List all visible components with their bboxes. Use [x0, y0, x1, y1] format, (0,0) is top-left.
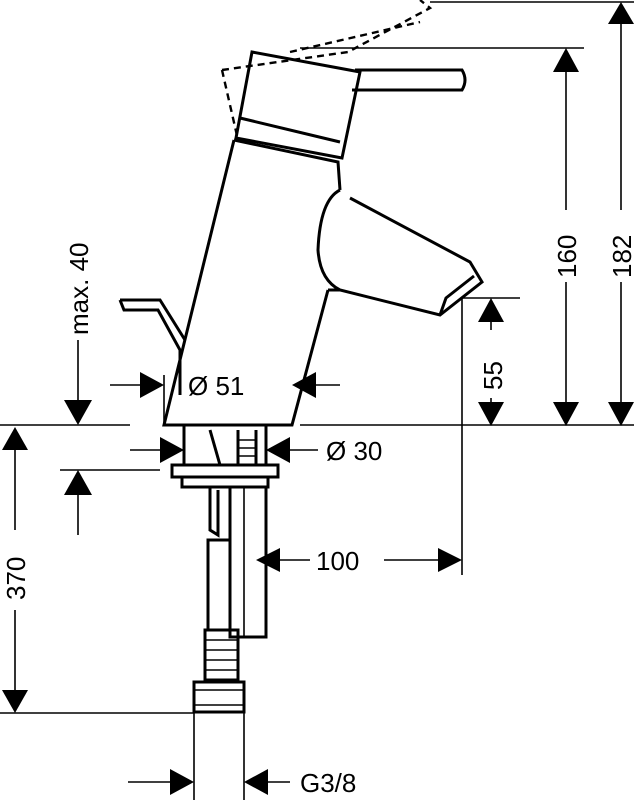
dim-diam-30: [130, 437, 318, 463]
mounting-shank: [170, 425, 280, 714]
lever-handle: [234, 50, 467, 160]
dim-label-diam-30: Ø 30: [326, 436, 382, 466]
dim-label-55: 55: [478, 361, 508, 390]
dim-label-g38: G3/8: [300, 768, 356, 798]
dim-g38: [128, 713, 290, 800]
dim-label-160: 160: [552, 235, 582, 278]
dim-182: [300, 1, 634, 426]
dim-label-max-40: max. 40: [64, 243, 94, 336]
dim-diam-51: [110, 372, 340, 425]
dim-55: [462, 297, 520, 426]
dim-label-diam-51: Ø 51: [188, 371, 244, 401]
dim-100: [256, 298, 463, 575]
dim-label-100: 100: [316, 546, 359, 576]
lever-open-position: [220, 0, 433, 141]
dim-max-40: [60, 340, 160, 535]
dim-370: [0, 424, 194, 714]
dim-160: [300, 47, 584, 426]
faucet-body: [118, 138, 484, 427]
dim-label-370: 370: [1, 557, 31, 600]
dim-label-182: 182: [607, 235, 634, 278]
